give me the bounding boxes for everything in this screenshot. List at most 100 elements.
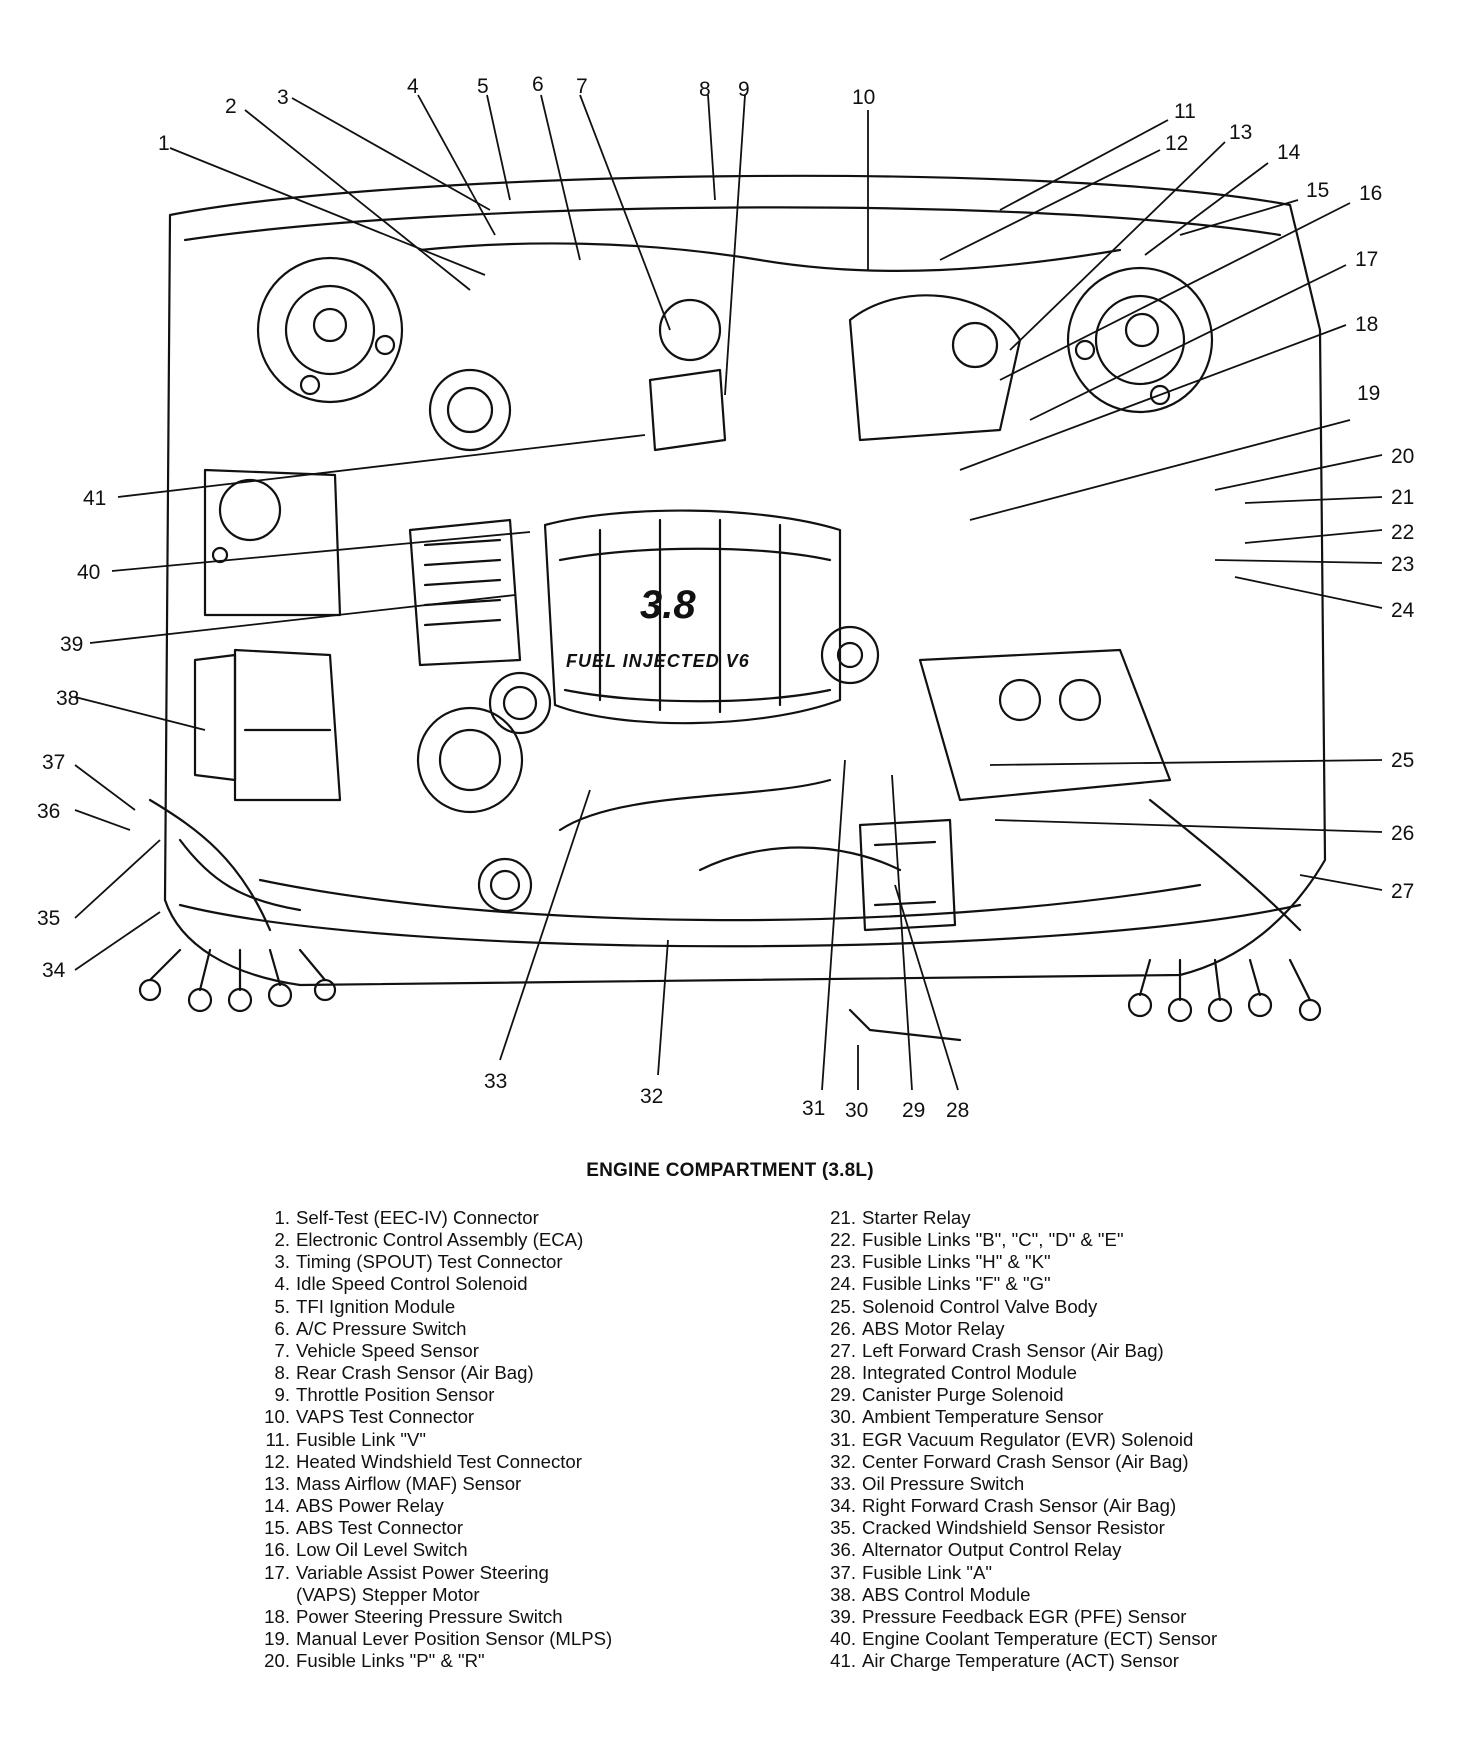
legend-item: 32.Center Forward Crash Sensor (Air Bag) (820, 1451, 1217, 1473)
lower-rail (258, 878, 1202, 922)
legend-number: 22. (830, 1229, 856, 1251)
legend-number: 7. (274, 1339, 290, 1361)
callout-33: 33 (484, 1070, 507, 1093)
legend-item: 23.Fusible Links "H" & "K" (820, 1251, 1217, 1273)
legend-text: Mass Airflow (MAF) Sensor (296, 1472, 522, 1494)
legend-text: Variable Assist Power Steering (296, 1561, 549, 1583)
legend-number: 40. (830, 1627, 856, 1649)
legend-text: Low Oil Level Switch (296, 1539, 468, 1561)
legend-item: 9.Throttle Position Sensor (254, 1384, 612, 1406)
leader-14 (1144, 162, 1269, 256)
leader-2 (244, 109, 471, 291)
legend-item: 17. Variable Assist Power Steering (254, 1562, 612, 1584)
callout-39: 39 (60, 633, 83, 656)
legend-text: Heated Windshield Test Connector (296, 1450, 582, 1472)
callout-2: 2 (225, 95, 237, 118)
leader-38 (74, 696, 206, 731)
legend-text: Cracked Windshield Sensor Resistor (862, 1517, 1165, 1539)
legend-number: 13. (264, 1472, 290, 1494)
diagram-caption: ENGINE COMPARTMENT (3.8L) (586, 1160, 874, 1181)
fender-outline (163, 174, 1327, 987)
legend-item: 40.Engine Coolant Temperature (ECT) Sens… (820, 1628, 1217, 1650)
legend-text: Oil Pressure Switch (862, 1472, 1025, 1494)
callout-18: 18 (1355, 313, 1378, 336)
callout-14: 14 (1277, 141, 1301, 164)
legend-number: 41. (830, 1650, 856, 1672)
legend-item: 33. Oil Pressure Switch (820, 1473, 1217, 1495)
callout-24: 24 (1391, 599, 1415, 622)
fuel-injected-badge: FUEL INJECTED V6 (566, 651, 750, 671)
legend-item: 21.Starter Relay (820, 1207, 1217, 1229)
leader-36 (74, 809, 131, 831)
callout-35: 35 (37, 907, 60, 930)
callout-15: 15 (1306, 179, 1329, 202)
legend-item: 6. A/C Pressure Switch (254, 1318, 612, 1340)
callout-26: 26 (1391, 822, 1414, 845)
legend-number: 19. (264, 1627, 290, 1649)
oil-filter (477, 857, 533, 913)
legend-number: 28. (830, 1362, 856, 1384)
center-harness (558, 778, 832, 832)
legend-text: (VAPS) Stepper Motor (296, 1583, 480, 1605)
leader-39 (89, 594, 516, 644)
legend-item: 30.Ambient Temperature Sensor (820, 1406, 1217, 1428)
legend-text: Self-Test (EEC-IV) Connector (296, 1207, 539, 1228)
legend-number: 27. (830, 1339, 856, 1361)
legend-item: 31.EGR Vacuum Regulator (EVR) Solenoid (820, 1429, 1217, 1451)
legend-number: 16. (264, 1539, 290, 1561)
legend-number: 3. (274, 1251, 290, 1273)
leader-3 (291, 97, 491, 211)
radiator-support (178, 903, 1302, 948)
leader-31 (821, 759, 846, 1091)
leader-37 (74, 764, 136, 811)
legend-item: 28. Integrated Control Module (820, 1362, 1217, 1384)
leader-41 (117, 434, 646, 498)
callout-17: 17 (1355, 248, 1378, 271)
legend-number: 5. (274, 1295, 290, 1317)
legend-text: Timing (SPOUT) Test Connector (296, 1251, 563, 1273)
legend-number: 21. (830, 1207, 856, 1228)
legend-text: Integrated Control Module (862, 1362, 1077, 1384)
legend-number: 25. (830, 1295, 856, 1317)
legend-text: TFI Ignition Module (296, 1295, 456, 1317)
leader-8 (707, 94, 716, 201)
legend-text: A/C Pressure Switch (296, 1317, 467, 1339)
legend-item: 11.Fusible Link "V" (254, 1429, 612, 1451)
legend-number: 1. (274, 1207, 290, 1228)
right-harness (1127, 798, 1322, 1023)
legend-number: 33. (830, 1472, 856, 1494)
leader-1 (169, 147, 486, 276)
legend-number: 23. (830, 1251, 856, 1273)
legend-number: 17. (264, 1561, 290, 1583)
callout-37: 37 (42, 751, 65, 774)
legend-number: 6. (274, 1317, 290, 1339)
leader-23 (1214, 559, 1383, 564)
legend-text: Center Forward Crash Sensor (Air Bag) (862, 1450, 1189, 1472)
left-strut-tower (256, 256, 404, 404)
legend-item: 35.Cracked Windshield Sensor Resistor (820, 1517, 1217, 1539)
legend-text: ABS Motor Relay (862, 1317, 1005, 1339)
legend-text: Electronic Control Assembly (ECA) (296, 1229, 584, 1251)
callout-21: 21 (1391, 486, 1414, 509)
leader-20 (1214, 454, 1383, 491)
leader-15 (1179, 199, 1299, 236)
legend-number: 8. (274, 1362, 290, 1384)
battery (918, 648, 1172, 802)
legend-text: Rear Crash Sensor (Air Bag) (296, 1362, 534, 1384)
legend-item: 22.Fusible Links "B", "C", "D" & "E" (820, 1229, 1217, 1251)
legend-text: Fusible Link "V" (296, 1428, 426, 1450)
legend-text: Pressure Feedback EGR (PFE) Sensor (862, 1605, 1187, 1627)
legend-item: 2.Electronic Control Assembly (ECA) (254, 1229, 612, 1251)
upper-hose (418, 242, 1122, 272)
legend-item: 25.Solenoid Control Valve Body (820, 1296, 1217, 1318)
callout-numbers: 1 2 3 4 5 6 7 8 9 10 11 12 13 14 15 16 1… (37, 73, 1415, 1122)
leader-17 (1029, 264, 1347, 421)
legend-item: 29.Canister Purge Solenoid (820, 1384, 1217, 1406)
leader-6 (540, 94, 581, 261)
egr-valve (820, 625, 880, 685)
legend-item: 37.Fusible Link "A" (820, 1562, 1217, 1584)
callout-38: 38 (56, 687, 79, 710)
leader-35 (74, 839, 161, 919)
intake-manifold (543, 509, 842, 725)
callout-8: 8 (699, 78, 711, 101)
